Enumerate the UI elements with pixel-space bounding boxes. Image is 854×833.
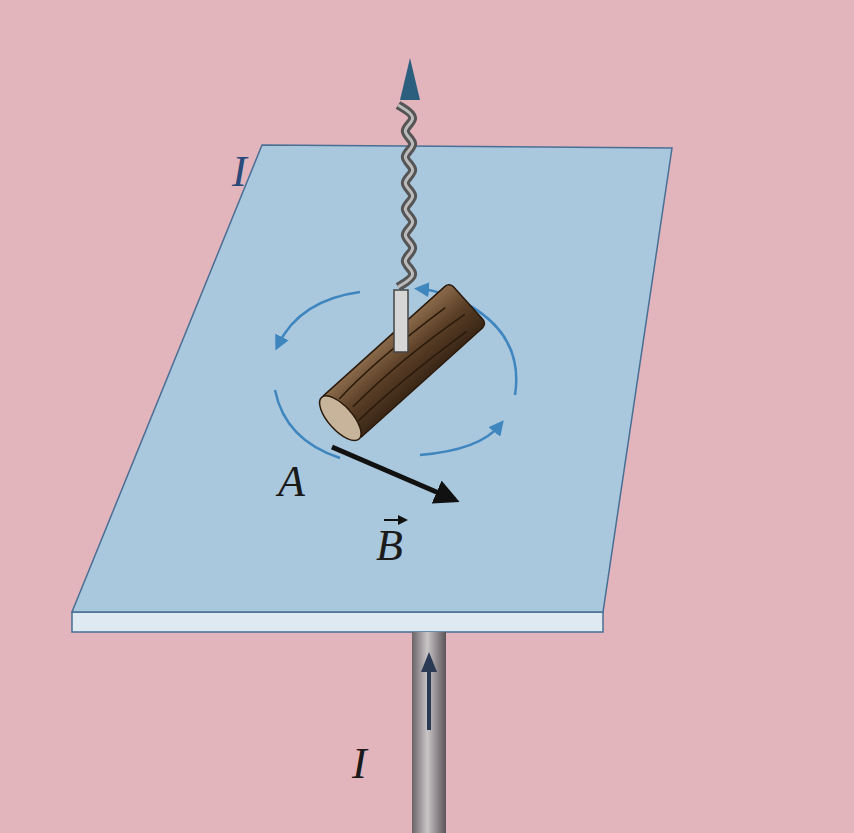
current-label: I — [232, 150, 247, 194]
corkscrew — [394, 58, 420, 352]
cork — [313, 282, 487, 447]
point-label: A — [278, 460, 305, 504]
current-label: I — [352, 742, 367, 786]
field-label: B — [376, 524, 403, 568]
plane — [72, 145, 672, 632]
wire-bottom — [412, 632, 446, 833]
b-vector — [332, 447, 455, 520]
